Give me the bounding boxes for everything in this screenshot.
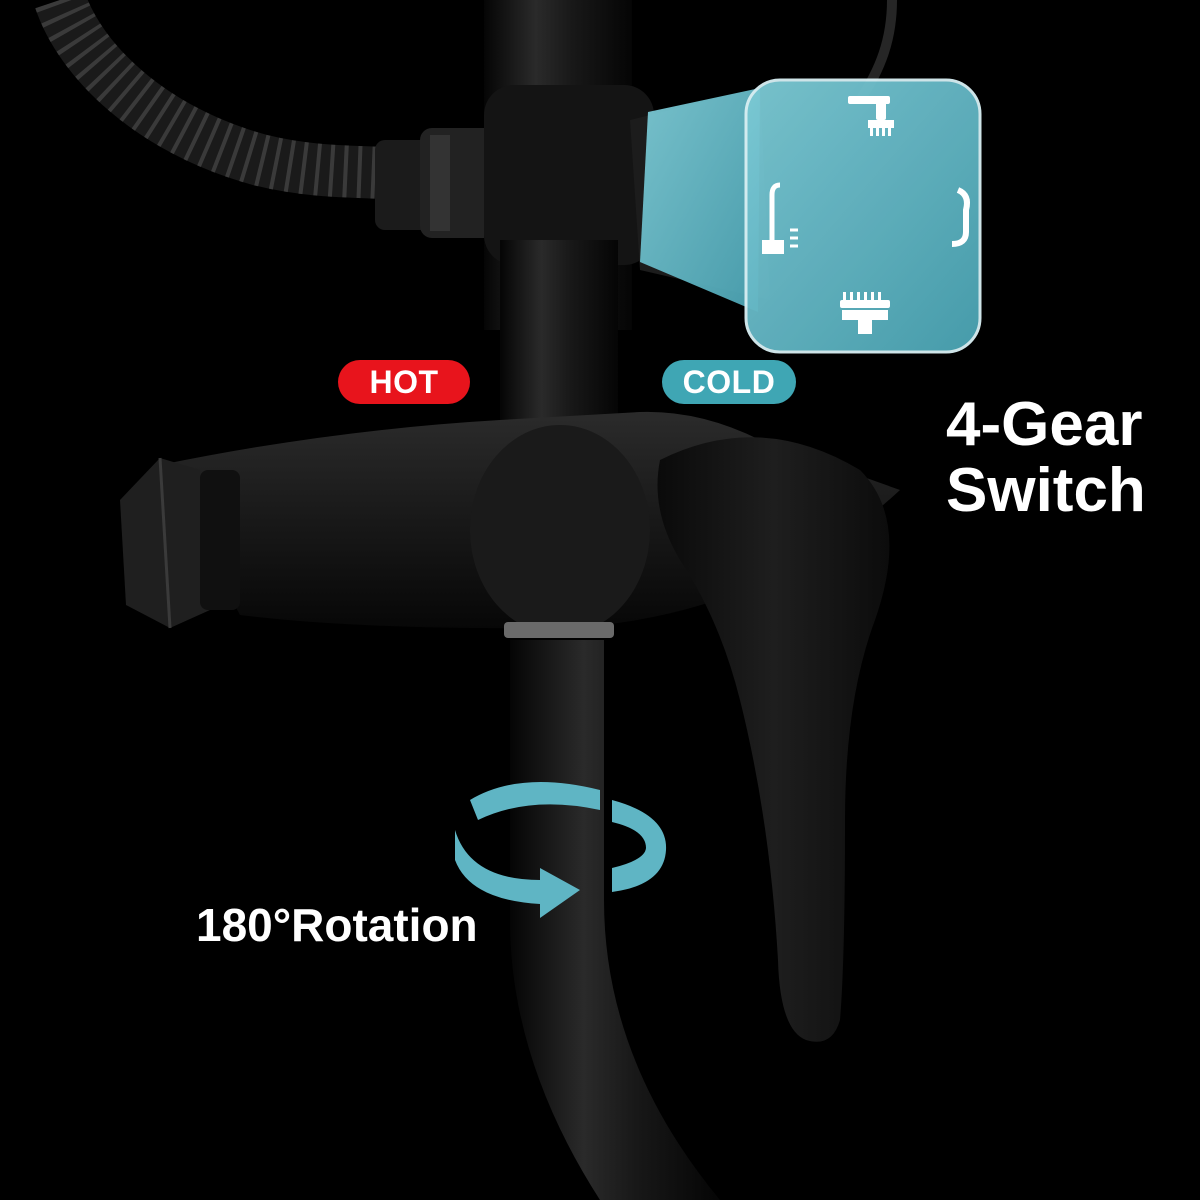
hose-icon — [35, 0, 409, 201]
lever-handle — [657, 437, 890, 1042]
spout — [510, 640, 720, 1200]
handheld-shower-icon — [762, 182, 798, 254]
spray-mode-icon — [848, 96, 894, 136]
mixer-center — [470, 425, 650, 635]
hook-icon — [951, 187, 970, 247]
gear-switch-line1: 4-Gear — [946, 390, 1143, 459]
hot-badge: HOT — [338, 360, 470, 404]
rotation-caption: 180°Rotation — [196, 899, 478, 951]
cold-badge: COLD — [662, 360, 796, 404]
gear-switch-knob — [640, 78, 982, 354]
rotation-arrow-icon — [455, 782, 667, 918]
riser-lower — [500, 240, 618, 440]
hex-nut — [120, 457, 240, 629]
gear-switch-caption: 4-Gear Switch — [946, 392, 1146, 524]
rain-shower-icon — [840, 292, 890, 334]
spout-collar — [504, 622, 614, 638]
diverter-block — [484, 85, 654, 265]
gear-switch-line2: Switch — [946, 456, 1146, 525]
